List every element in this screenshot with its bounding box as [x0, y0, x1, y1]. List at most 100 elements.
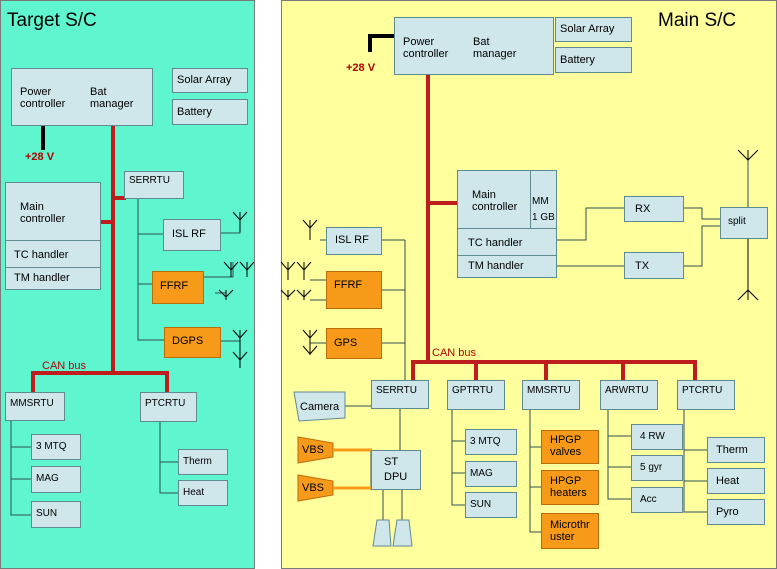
target-ffrf-box: FFRF [152, 271, 204, 304]
st-label: ST [384, 456, 399, 468]
star-tracker-icon [372, 519, 392, 547]
main-title: Main S/C [658, 10, 737, 31]
target-solar-array-box: Solar Array [172, 68, 248, 93]
main-wire [529, 410, 541, 533]
main-acc-box: Acc [631, 487, 683, 513]
target-28v-label: +28 V [25, 151, 55, 163]
main-battery-box: Battery [555, 47, 632, 73]
gb-label: 1 GB [532, 212, 555, 223]
main-serrtu-box: SERRTU [371, 380, 429, 409]
main-rx-box: RX [624, 196, 684, 222]
main-st-dpu-box: ST DPU [371, 450, 421, 490]
vbs-thruster-icon [297, 436, 334, 464]
target-battery-box: Battery [172, 99, 248, 125]
mm-label: MM [532, 196, 549, 207]
main-wire [310, 239, 326, 344]
main-ptcrtu-box: PTCRTU [677, 380, 735, 410]
tm-handler-label: TM handler [468, 260, 524, 272]
antenna-icon [223, 261, 255, 277]
camera-icon [293, 391, 346, 422]
main-ffrf-box: FFRF [326, 271, 382, 309]
vbs-label: VBS [302, 482, 325, 494]
main-arwrtu-box: ARWRTU [600, 380, 658, 410]
dpu-label: DPU [384, 471, 408, 483]
antenna-icon [302, 329, 318, 355]
main-split-box: split [720, 207, 768, 239]
main-mmsrtu-box: MMSRTU [522, 380, 580, 410]
main-hpgp-heaters-box: HPGP heaters [541, 470, 599, 505]
main-28v-label: +28 V [346, 62, 376, 74]
main-28v-line [368, 34, 395, 52]
antenna-icon [737, 149, 759, 301]
main-wire [451, 410, 465, 506]
main-wire [607, 410, 631, 500]
divider [458, 228, 556, 229]
bat-manager-label: Bat manager [90, 86, 134, 110]
target-sun-box: SUN [31, 501, 81, 528]
antenna-icon [280, 289, 312, 300]
vbs-thruster-icon [297, 474, 334, 502]
main-hpgp-valves-box: HPGP valves [541, 430, 599, 464]
antenna-icon [232, 329, 248, 368]
target-title: Target S/C [7, 10, 97, 31]
main-rw-box: 4 RW [631, 424, 683, 450]
target-power-controller-box: Power controller Bat manager [11, 68, 153, 126]
bat-manager-label: Bat manager [473, 36, 517, 60]
target-heat-box: Heat [178, 480, 228, 506]
target-mag-box: MAG [31, 466, 81, 493]
main-solar-array-box: Solar Array [555, 17, 632, 42]
target-can-bus-label: CAN bus [42, 360, 87, 372]
antenna-icon [302, 219, 318, 240]
vbs-label: VBS [302, 444, 325, 456]
target-wire [11, 446, 31, 480]
main-controller-label: Main controller [472, 189, 518, 213]
antenna-icon [218, 289, 234, 300]
target-serrtu-box: SERRTU [124, 171, 184, 199]
divider [458, 255, 556, 256]
main-gyr-box: 5 gyr [631, 455, 683, 481]
power-controller-label: Power controller [403, 36, 449, 60]
antenna-icon [232, 211, 248, 232]
target-mmsrtu-box: MMSRTU [5, 392, 65, 421]
main-controller-label: Main controller [20, 201, 66, 225]
antenna-icon [280, 261, 312, 280]
main-therm-box: Therm [707, 437, 765, 463]
divider [530, 171, 531, 228]
main-wire [684, 207, 720, 267]
main-gptrtu-box: GPTRTU [447, 380, 505, 410]
target-isl-rf-box: ISL RF [163, 219, 221, 251]
main-mag-box: MAG [465, 461, 517, 487]
target-dgps-box: DGPS [164, 327, 221, 358]
main-wire [556, 207, 624, 241]
target-wire [159, 422, 178, 494]
main-heat-box: Heat [707, 468, 765, 494]
camera-label: Camera [300, 401, 340, 413]
tm-handler-label: TM handler [14, 272, 70, 284]
target-therm-box: Therm [178, 449, 228, 475]
target-mtq-box: 3 MTQ [31, 434, 81, 460]
main-sun-box: SUN [465, 492, 517, 518]
main-microthruster-box: Microthr uster [541, 513, 599, 549]
target-ptcrtu-box: PTCRTU [140, 392, 197, 422]
main-wire [683, 410, 707, 513]
tc-handler-label: TC handler [468, 237, 523, 249]
target-main-controller-box: Main controller TC handler TM handler [5, 182, 101, 290]
target-wire [10, 421, 31, 516]
tc-handler-label: TC handler [14, 249, 69, 261]
main-controller-box: Main controller MM 1 GB TC handler TM ha… [457, 170, 557, 278]
divider [6, 240, 100, 241]
main-isl-rf-box: ISL RF [326, 227, 382, 255]
divider [6, 267, 100, 268]
target-wire [137, 199, 164, 341]
power-controller-label: Power controller [20, 86, 66, 110]
main-wire [382, 239, 405, 344]
main-pyro-box: Pyro [707, 499, 765, 525]
star-tracker-icon [392, 519, 413, 547]
main-tx-box: TX [624, 252, 684, 279]
main-power-controller-box: Power controller Bat manager [394, 17, 554, 75]
main-gps-box: GPS [326, 328, 382, 359]
main-can-bus-label: CAN bus [432, 347, 477, 359]
main-mtq-box: 3 MTQ [465, 429, 517, 455]
